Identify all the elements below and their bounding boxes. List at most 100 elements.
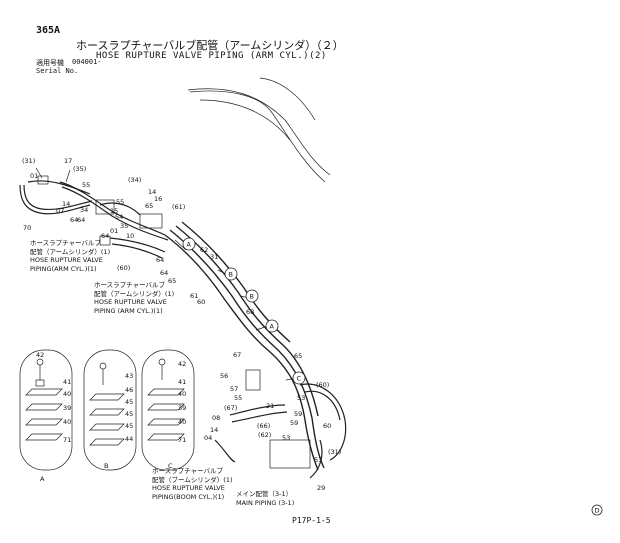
detail-box-a: [19, 349, 73, 471]
part-number: 64: [156, 256, 164, 264]
hose-top-left-3: [27, 180, 91, 195]
part-number: 64: [160, 269, 168, 277]
callout-a-top: [182, 237, 196, 251]
part-number: (67): [224, 404, 237, 412]
arm-outline-3: [259, 77, 316, 121]
title-japanese: ホースラプチャーバルブ配管（アームシリンダ）（２）: [76, 39, 344, 52]
part-number: 53: [314, 456, 322, 464]
part-number: 45: [125, 410, 133, 418]
valve-block-top: [95, 199, 115, 215]
part-number: 56: [220, 372, 228, 380]
callout-a-mid-label: A: [270, 323, 275, 331]
hose-bottom-1: [299, 383, 347, 461]
part-number: 34: [80, 206, 88, 214]
part-number: 07: [56, 207, 64, 215]
view-label-c: C: [168, 462, 173, 470]
caption-2: ホースラプチャーバルブ 配管（アームシリンダ）(1) HOSE RUPTURE …: [94, 280, 174, 315]
part-number: 60: [323, 422, 331, 430]
part-number: 10: [126, 232, 134, 240]
part-number: 53: [297, 394, 305, 402]
caption-1: ホースラプチャーバルブ 配管（アームシリンダ）(1) HOSE RUPTURE …: [30, 238, 110, 273]
part-number: 14: [62, 200, 70, 208]
main-pipe-1: [164, 234, 319, 471]
part-number: 54: [115, 213, 123, 221]
page-reference: P17P-1-5: [292, 516, 331, 525]
part-number: 01: [30, 172, 38, 180]
part-number: 14: [148, 188, 156, 196]
valve-block-mid: [139, 213, 163, 229]
hose-lower-left: [109, 237, 166, 253]
svg-text:配管（ブームシリンダ）(1): 配管（ブームシリンダ）(1): [152, 475, 233, 484]
part-number: 55: [116, 198, 124, 206]
part-number: 14: [210, 426, 218, 434]
part-number: 65: [168, 277, 176, 285]
part-number: 39: [178, 404, 186, 412]
part-number: (34): [128, 176, 141, 184]
hose-bottom-5: [214, 439, 236, 463]
callout-c-label: C: [297, 375, 302, 383]
main-pipe-2: [169, 229, 325, 469]
part-number: 31: [210, 253, 218, 261]
part-number: 40: [63, 418, 71, 426]
svg-text:HOSE RUPTURE VALVE: HOSE RUPTURE VALVE: [30, 256, 103, 264]
part-number: 55: [234, 394, 242, 402]
arm-pipe: [189, 90, 326, 183]
hose-top-left-4: [59, 181, 166, 236]
callout-b-top-label: B: [229, 271, 233, 279]
detail-box-c: [141, 349, 195, 471]
part-number: 01: [110, 227, 118, 235]
serial-label-jp: 適用号機: [36, 59, 64, 67]
part-number: 68: [246, 308, 254, 316]
callout-d-label: D: [595, 507, 600, 515]
part-number: 46: [125, 386, 133, 394]
svg-text:ホースラプチャーバルブ: ホースラプチャーバルブ: [152, 466, 224, 475]
page-id: 365A: [36, 25, 61, 36]
part-number: 59: [290, 419, 298, 427]
detail-box-b: [83, 349, 137, 471]
part-number: 55: [82, 181, 90, 189]
callout-b-mid: [245, 289, 259, 303]
callout-d: [591, 504, 603, 516]
hose-lower-left-2: [111, 243, 163, 259]
fitting-lower-left: [99, 235, 111, 246]
svg-text:配管（アームシリンダ）(1): 配管（アームシリンダ）(1): [30, 247, 110, 256]
svg-text:HOSE RUPTURE VALVE: HOSE RUPTURE VALVE: [94, 298, 167, 306]
callout-c: [292, 371, 306, 385]
caption-3: ホースラプチャーバルブ 配管（ブームシリンダ）(1) HOSE RUPTURE …: [152, 466, 233, 501]
arm-outline: [187, 88, 331, 176]
part-number: (31): [22, 157, 35, 165]
part-number: (62): [258, 431, 271, 439]
view-label-b: B: [104, 462, 108, 470]
fitting-left: [37, 175, 49, 185]
svg-text:HOSE RUPTURE VALVE: HOSE RUPTURE VALVE: [152, 484, 225, 492]
part-number: 61: [190, 292, 198, 300]
part-number: 70: [23, 224, 31, 232]
part-number: 42: [178, 360, 186, 368]
svg-text:PIPING(ARM CYL.)(1): PIPING(ARM CYL.)(1): [30, 265, 97, 273]
part-number: (60): [316, 381, 329, 389]
hose-bottom-6: [309, 439, 323, 479]
svg-text:PIPING (ARM CYL.)(1): PIPING (ARM CYL.)(1): [94, 307, 163, 315]
part-number: 59: [294, 410, 302, 418]
callout-a-mid: [265, 319, 279, 333]
part-number: 64: [77, 216, 85, 224]
part-number: 40: [178, 418, 186, 426]
part-number: 45: [125, 422, 133, 430]
part-number: 39: [63, 404, 71, 412]
svg-text:ホースラプチャーバルブ: ホースラプチャーバルブ: [30, 238, 102, 247]
part-number: 40: [63, 390, 71, 398]
hose-top-left-1: [19, 184, 91, 215]
title-english: HOSE RUPTURE VALVE PIPING (ARM CYL.)(2): [96, 51, 327, 61]
svg-text:メイン配管（3-1）: メイン配管（3-1）: [236, 489, 292, 498]
part-number: 08: [212, 414, 220, 422]
serial-number: 004001-: [72, 58, 102, 66]
caption-4: メイン配管（3-1） MAIN PIPING (3-1): [236, 489, 294, 507]
arm-outline-2: [199, 99, 291, 141]
part-number: 65: [145, 202, 153, 210]
part-number: 43: [125, 372, 133, 380]
part-number: 40: [178, 390, 186, 398]
part-number: 45: [125, 398, 133, 406]
bracket-bottom: [245, 369, 261, 391]
part-number: (35): [73, 165, 86, 173]
